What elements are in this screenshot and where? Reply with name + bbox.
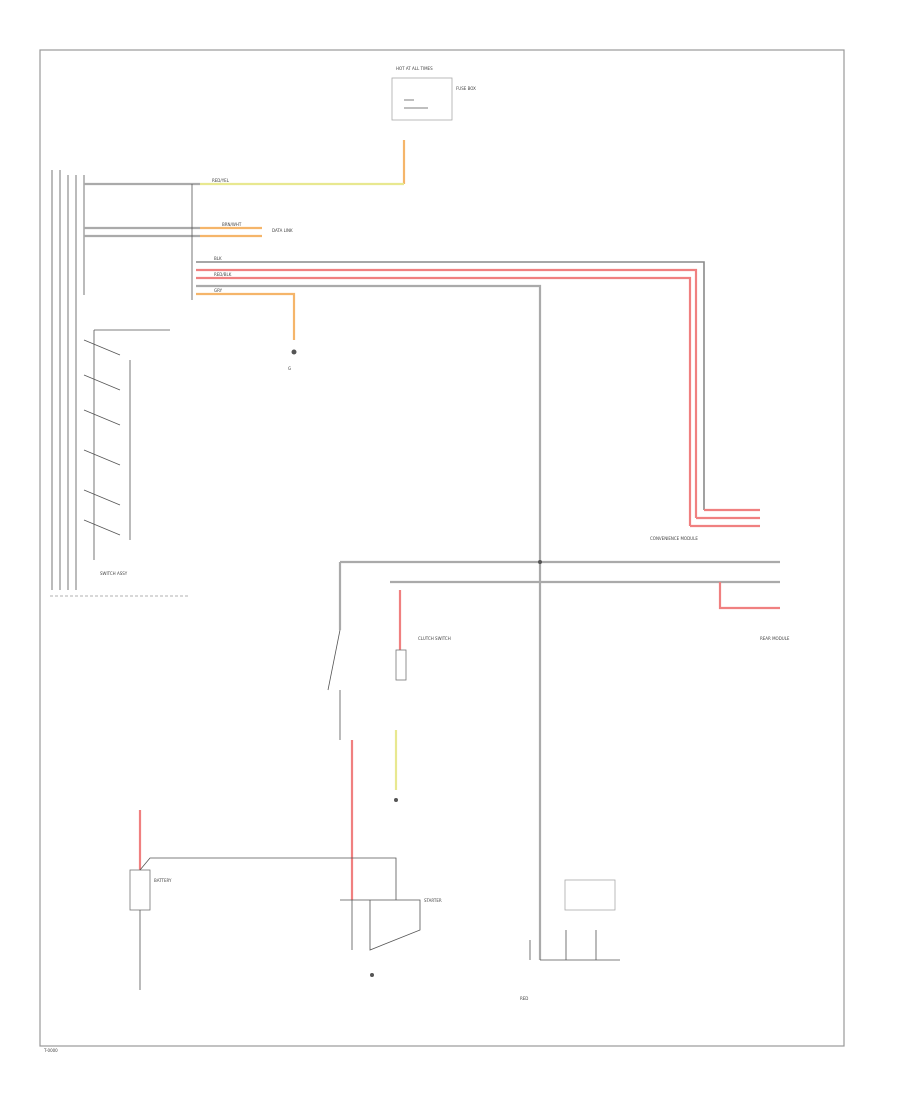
battery: BATTERY	[129, 810, 397, 990]
fuse-box: HOT AT ALL TIMES FUSE BOX	[391, 66, 476, 121]
data-link-connector: RED	[520, 879, 620, 1001]
headlamp-switch-assembly: SWITCH ASSY	[83, 329, 170, 576]
convenience-module-label: CONVENIENCE MODULE	[650, 536, 698, 541]
wire-bundle-gray-1	[196, 261, 705, 510]
wire-label-top: RED/YEL	[212, 178, 230, 183]
switch-assembly-label: SWITCH ASSY	[100, 571, 128, 576]
ground-symbol-top: G	[288, 349, 297, 371]
clutch-switch: CLUTCH SWITCH	[327, 562, 451, 900]
wire-bundle-orange	[196, 292, 296, 340]
clutch-switch-label: CLUTCH SWITCH	[418, 636, 451, 641]
diagram-frame	[39, 49, 845, 1047]
wire-label-pair: BRN/WHT	[222, 222, 242, 227]
data-link-label: DATA LINK	[272, 228, 293, 233]
rear-module: REAR MODULE CONVENIENCE MODULE	[340, 508, 790, 641]
ground-label-top: G	[288, 366, 291, 371]
fuse-box-sub-label: FUSE BOX	[456, 86, 476, 91]
footer-code: T-0000	[43, 1048, 58, 1053]
wire-bundle-red-2	[196, 276, 692, 526]
wire-bundle-gray-2	[196, 284, 542, 960]
battery-label: BATTERY	[154, 878, 172, 883]
wire-label-blk: BLK	[214, 256, 222, 261]
wire-bundle-red-1	[196, 268, 698, 518]
lower-connector-label: RED	[520, 996, 528, 1001]
starter: STARTER	[340, 898, 442, 977]
starter-label: STARTER	[424, 898, 442, 903]
wire-label-gry: GRY	[214, 288, 223, 293]
rear-module-label: REAR MODULE	[760, 636, 790, 641]
left-bus-lines	[50, 170, 190, 597]
fuse-box-label: HOT AT ALL TIMES	[396, 66, 433, 71]
wire-label-red-blk: RED/BLK	[214, 272, 232, 277]
